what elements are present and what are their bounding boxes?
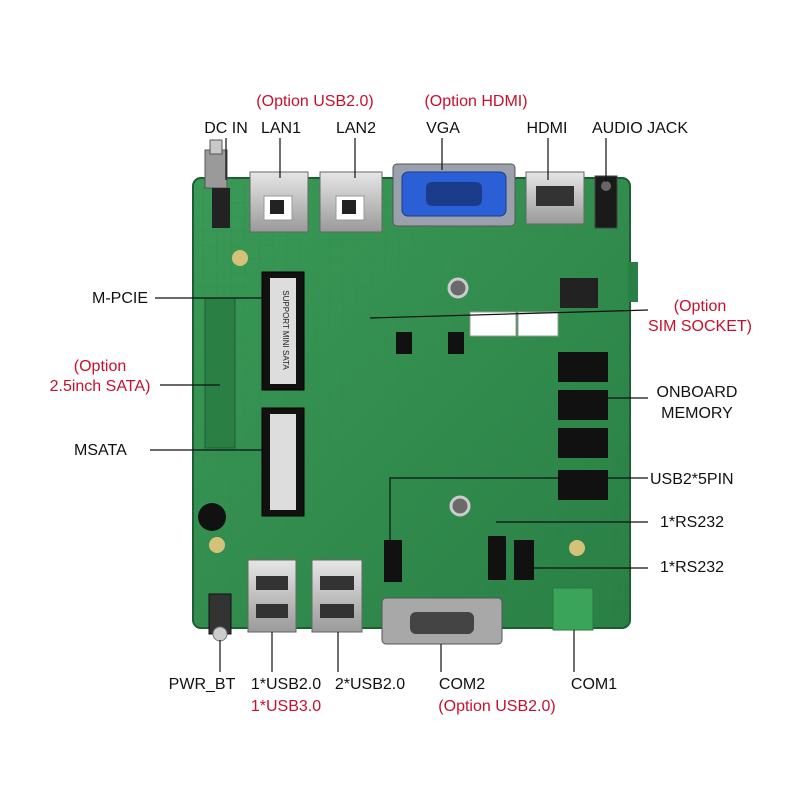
label-option-left: (Option <box>73 358 127 375</box>
audio-jack <box>594 175 618 229</box>
label-audio-jack: AUDIO JACK <box>591 120 689 137</box>
hdmi-port <box>525 171 585 225</box>
com2-port <box>381 597 503 645</box>
label-usb20-2: 2*USB2.0 <box>334 676 406 693</box>
label-rs232-a: 1*RS232 <box>660 514 725 531</box>
lan1-port <box>249 171 309 233</box>
label-option-right: (Option <box>673 298 727 315</box>
leader-usb-5pin <box>389 477 648 540</box>
support-msata-silk: SUPPORT MINI SATA <box>281 290 290 370</box>
m-pcie-slot: SUPPORT MINI SATA <box>261 271 305 391</box>
label-msata: MSATA <box>74 442 127 459</box>
rs232-header-a <box>488 536 506 580</box>
label-lan1: LAN1 <box>260 120 302 137</box>
usb2-5pin-header <box>384 540 402 582</box>
label-option-hdmi: (Option HDMI) <box>424 93 528 110</box>
label-rs232-b: 1*RS232 <box>660 559 725 576</box>
label-sata-25: 2.5inch SATA) <box>49 378 151 395</box>
dc-in-connector <box>204 139 230 228</box>
label-com1: COM1 <box>570 676 618 693</box>
msata-slot <box>261 407 305 517</box>
onboard-memory <box>558 352 608 500</box>
label-usb2-5pin: USB2*5PIN <box>650 471 734 488</box>
mount-holes <box>209 250 585 556</box>
leader-sim <box>369 309 649 319</box>
label-option-usb20-bottom: (Option USB2.0) <box>438 698 556 715</box>
power-button <box>208 593 232 642</box>
label-usb20-1: 1*USB2.0 <box>250 676 322 693</box>
label-option-usb20-top: (Option USB2.0) <box>256 93 374 110</box>
label-pwr-bt: PWR_BT <box>168 676 236 693</box>
chip <box>396 278 598 354</box>
label-com2: COM2 <box>438 676 486 693</box>
leader-lines <box>150 138 649 672</box>
label-hdmi: HDMI <box>526 120 568 137</box>
sata-connector <box>204 297 236 449</box>
lan2-port <box>319 171 383 233</box>
label-dc-in: DC IN <box>204 120 248 137</box>
usb-port-left <box>247 559 297 633</box>
vga-port <box>392 163 516 227</box>
com1-terminal <box>552 587 594 631</box>
label-m-pcie: M-PCIE <box>92 290 148 307</box>
rs232-header-b <box>514 540 534 580</box>
label-onboard: ONBOARD <box>656 384 738 401</box>
label-memory: MEMORY <box>661 405 733 422</box>
buzzer <box>198 503 226 531</box>
label-usb30-1: 1*USB3.0 <box>250 698 322 715</box>
usb-port-right <box>311 559 363 633</box>
label-sim-socket: SIM SOCKET) <box>647 318 753 335</box>
label-vga: VGA <box>426 120 460 137</box>
label-lan2: LAN2 <box>335 120 377 137</box>
sim-socket-area <box>469 311 559 337</box>
